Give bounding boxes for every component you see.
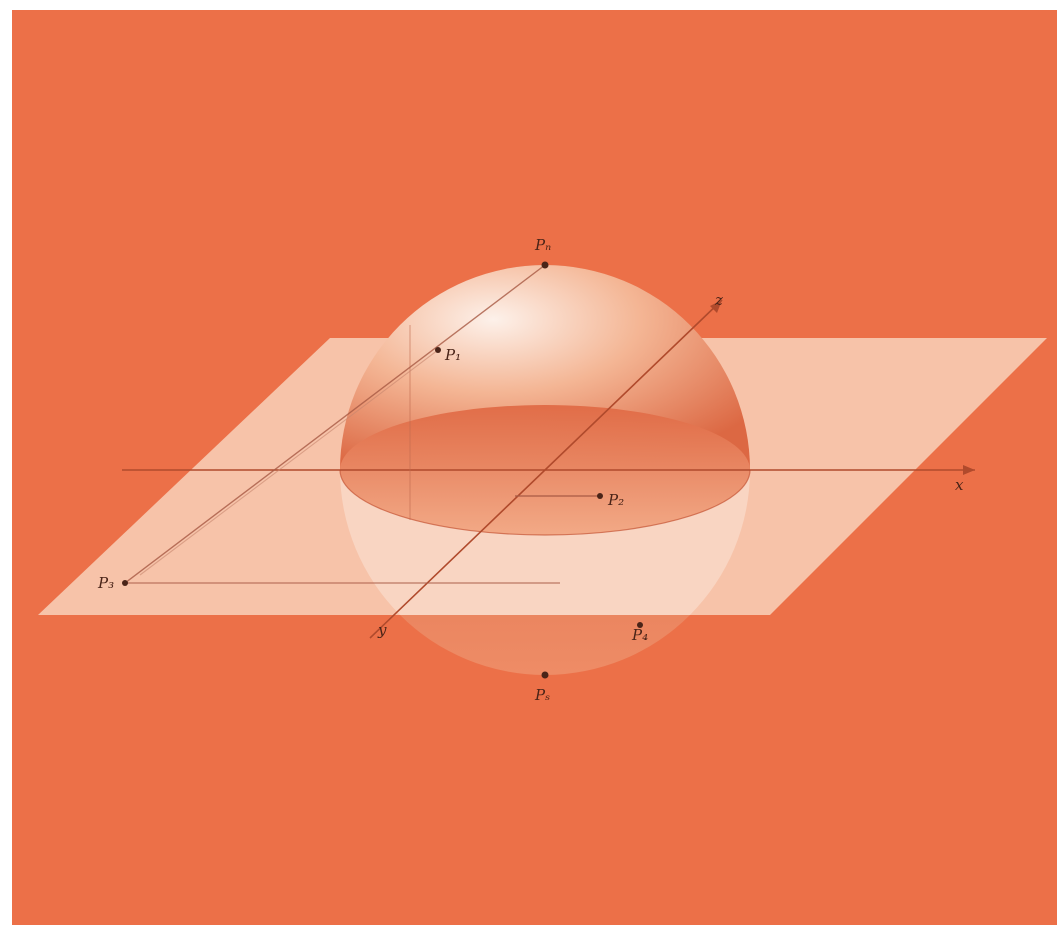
axis-oblique-arrow-icon: [710, 300, 722, 313]
south-pole-point: [541, 671, 549, 679]
projection-line-lower: [139, 349, 439, 576]
projection-line-upper: [124, 264, 546, 584]
axis-oblique: [369, 299, 723, 639]
label-south-pole: Pₛ: [534, 686, 550, 704]
equator-front-edge: [339, 469, 751, 536]
label-p1: P₁: [444, 346, 461, 364]
label-p2: P₂: [607, 491, 624, 509]
point-p2: [597, 493, 603, 499]
point-p1: [435, 347, 441, 353]
label-p3: P₃: [97, 574, 114, 592]
label-axis-z: z: [714, 291, 723, 309]
north-pole-point: [541, 261, 549, 269]
label-axis-x: x: [955, 476, 964, 494]
point-p3: [122, 580, 128, 586]
label-north-pole: Pₙ: [534, 236, 551, 254]
axis-horizontal-arrow-icon: [963, 465, 975, 475]
label-axis-y: y: [377, 621, 387, 639]
label-p4: P₄: [631, 626, 648, 644]
point-p4: [637, 622, 643, 628]
